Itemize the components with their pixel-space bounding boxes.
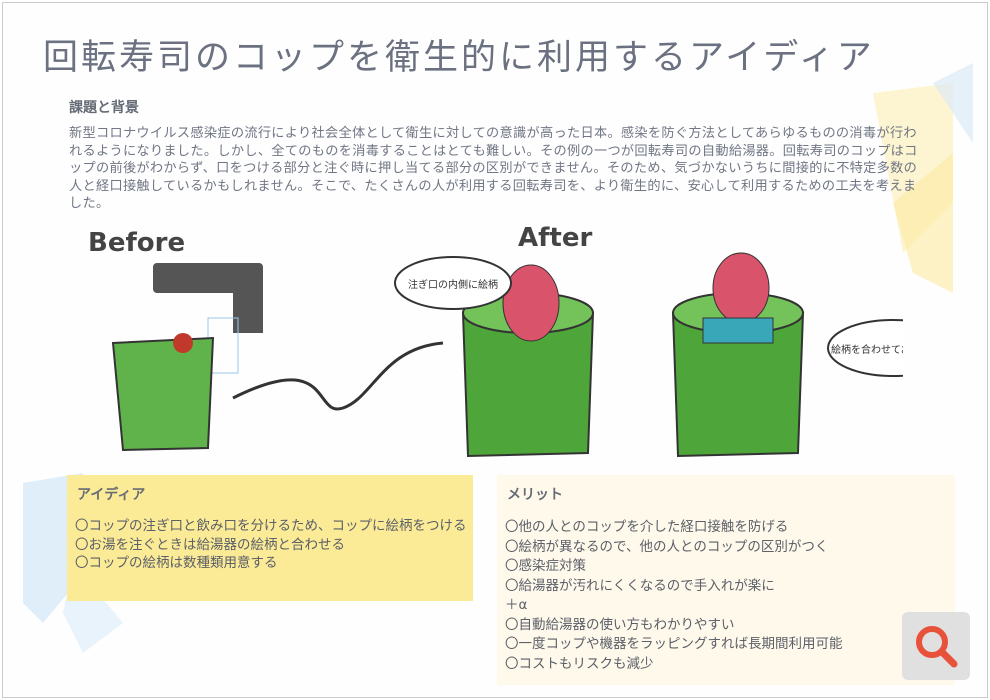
merit-item: 〇絵柄が異なるので、他の人とのコップの区別がつく xyxy=(505,538,829,555)
speech-bubble-shape xyxy=(394,256,512,310)
idea-item: 〇コップの注ぎ口と飲み口を分けるため、コップに絵柄をつける xyxy=(75,518,467,534)
idea-list: 〇コップの注ぎ口と飲み口を分けるため、コップに絵柄をつける 〇お湯を注ぐときは給… xyxy=(75,517,469,573)
after-label: After xyxy=(518,223,592,253)
virus-icon xyxy=(173,333,193,353)
speech-bubble-2: 絵柄を合わせてお湯を出す xyxy=(831,343,903,356)
daruma-icon xyxy=(712,252,770,324)
background-heading: 課題と背景 xyxy=(69,100,139,116)
idea-item: 〇お湯を注ぐときは給湯器の絵柄と合わせる xyxy=(75,536,345,553)
magnifier-icon xyxy=(916,626,958,668)
merit-item: 〇一度コップや機器をラッピングすれば長期間利用可能 xyxy=(505,636,843,652)
merit-item: 〇コストもリスクも減少 xyxy=(505,655,654,672)
dispenser-plate xyxy=(702,317,774,344)
illustration: Before After 注ぎ口の内側に絵柄 絵柄を合わせてお湯を出す xyxy=(88,223,903,458)
zoom-button[interactable] xyxy=(902,612,970,680)
arrow xyxy=(232,341,444,411)
before-label: Before xyxy=(88,228,185,258)
merit-section: メリット 〇他の人とのコップを介した経口接触を防げる 〇絵柄が異なるので、他の人… xyxy=(497,475,955,685)
daruma-icon xyxy=(502,264,560,342)
merit-item: ＋α xyxy=(505,597,528,613)
background-text: 新型コロナウイルス感染症の流行により社会全体として衛生に対しての意識が高った日本… xyxy=(69,126,918,211)
merit-item: 〇他の人とのコップを介した経口接触を防げる xyxy=(505,519,789,535)
merit-heading: メリット xyxy=(507,487,563,503)
idea-section: アイディア 〇コップの注ぎ口と飲み口を分けるため、コップに絵柄をつける 〇お湯を… xyxy=(67,475,473,601)
speech-bubble-1: 注ぎ口の内側に絵柄 xyxy=(408,278,498,291)
speech-bubble-shape xyxy=(827,319,903,377)
merit-item: 〇給湯器が汚れにくくなるので手入れが楽に xyxy=(505,577,775,594)
page-title: 回転寿司のコップを衛生的に利用するアイディア xyxy=(43,38,875,78)
idea-heading: アイディア xyxy=(77,487,146,503)
merit-item: 〇自動給湯器の使い方もわかりやすい xyxy=(505,616,735,633)
idea-item: 〇コップの絵柄は数種類用意する xyxy=(75,555,278,571)
merit-list: 〇他の人とのコップを介した経口接触を防げる 〇絵柄が異なるので、他の人とのコップ… xyxy=(505,518,955,674)
before-cup xyxy=(111,336,215,452)
merit-item: 〇感染症対策 xyxy=(505,558,586,574)
